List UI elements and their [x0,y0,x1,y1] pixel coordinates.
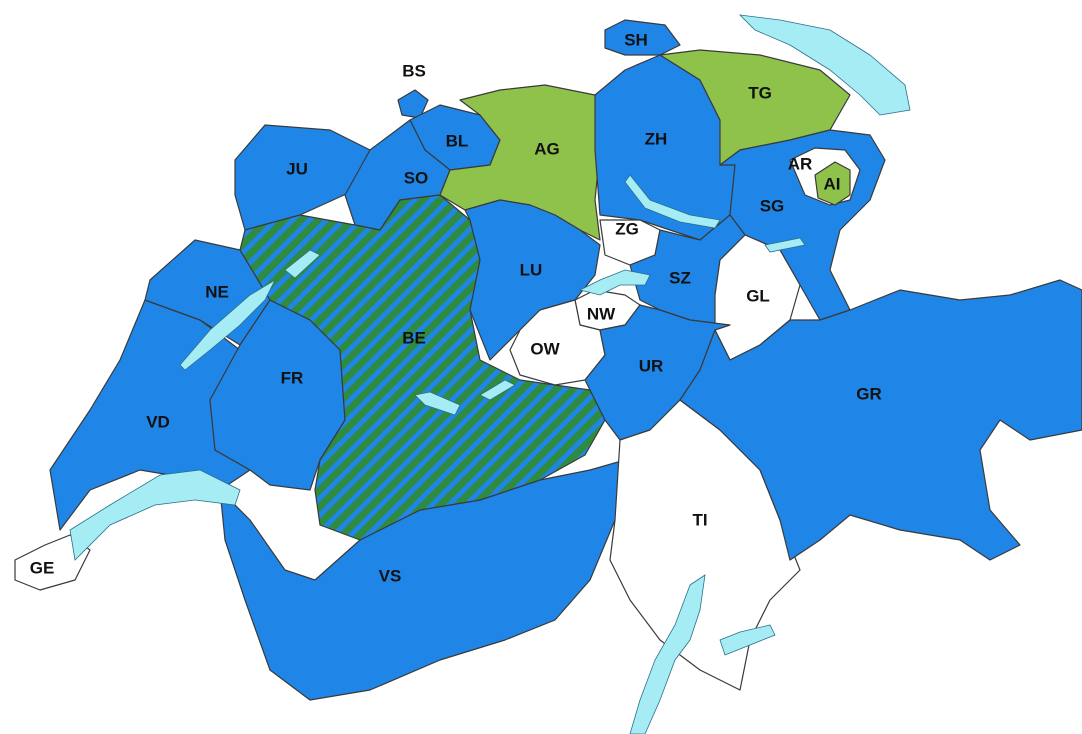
lake-thun [414,391,461,416]
label-ne: NE [205,282,229,301]
lake-maggiore [629,574,706,734]
canton-ge[interactable] [14,534,91,591]
label-ge: GE [30,558,55,577]
label-sh: SH [624,30,648,49]
label-sg: SG [760,196,785,215]
label-fr: FR [281,368,304,387]
label-gl: GL [746,286,770,305]
label-ar: AR [788,154,813,173]
label-lu: LU [520,260,543,279]
label-ai: AI [824,174,841,193]
lake-lucerne [578,269,651,296]
canton-ai[interactable] [814,161,851,206]
label-bs: BS [402,61,426,80]
canton-gr[interactable] [679,279,1082,561]
label-ti: TI [692,510,707,529]
label-be: BE [402,328,426,347]
lake-neuchatel [179,278,276,371]
label-so: SO [404,168,429,187]
label-zg: ZG [615,219,639,238]
lake-walen [764,237,806,253]
label-zh: ZH [645,129,668,148]
lake-biel [284,249,321,279]
canton-bs[interactable] [397,89,429,119]
lake-constance [738,14,911,116]
label-ag: AG [534,139,560,158]
lake-zurich [624,174,721,229]
lake-lugano [719,624,776,656]
label-nw: NW [587,304,616,323]
label-sz: SZ [669,268,691,287]
label-gr: GR [856,384,882,403]
canton-sh[interactable] [604,19,681,56]
label-ur: UR [639,356,664,375]
label-vs: VS [379,566,402,585]
lake-brienz [479,379,516,401]
label-bl: BL [446,131,469,150]
canton-be[interactable] [239,194,606,541]
lake-geneva [69,469,241,561]
label-vd: VD [146,412,170,431]
label-tg: TG [748,83,772,102]
label-ow: OW [530,339,560,358]
label-ju: JU [286,159,308,178]
